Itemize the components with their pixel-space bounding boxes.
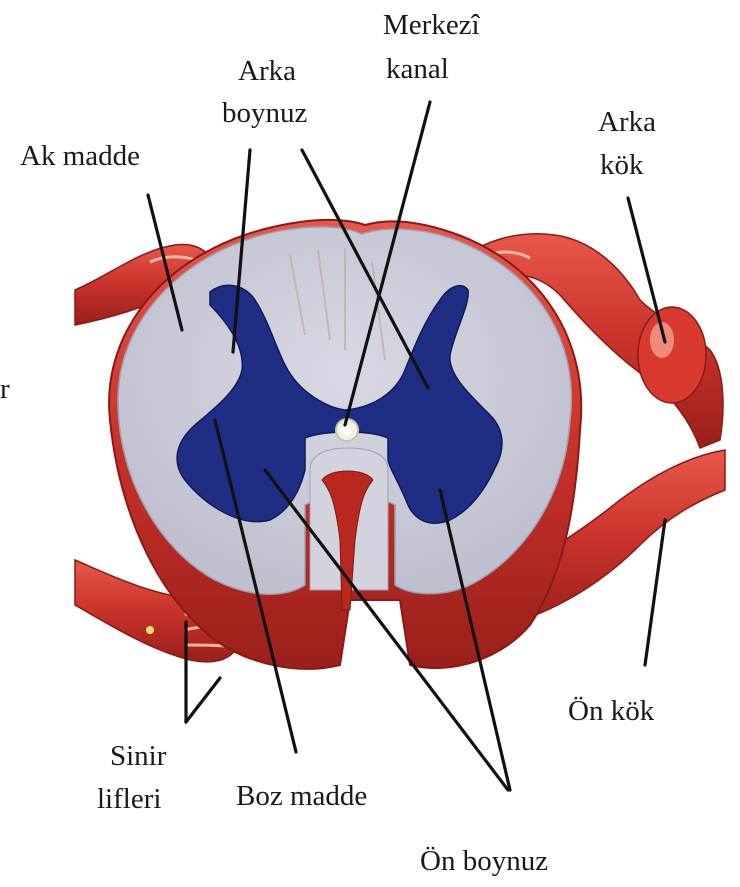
leader-sinir-lifleri-b (186, 678, 220, 722)
label-arka-kok-line1: Arka (598, 106, 656, 138)
label-boz-madde: Boz madde (236, 780, 367, 812)
label-merkezi-kanal-line2: kanal (386, 53, 449, 85)
leader-on-kok (645, 520, 665, 665)
label-merkezi-kanal-line1: Merkezî (383, 9, 481, 41)
label-arka-boynuz-line2: boynuz (222, 97, 308, 129)
label-on-boynuz: Ön boynuz (420, 845, 548, 877)
label-ak-madde: Ak madde (20, 140, 140, 172)
label-sinir-lifleri-line1: Sinir (110, 740, 167, 772)
dorsal-root-ganglion (638, 307, 706, 403)
central-canal-lumen (342, 425, 352, 435)
label-arka-kok-line2: kök (600, 149, 644, 181)
fleck (146, 626, 154, 634)
label-on-kok: Ön kök (568, 695, 655, 727)
label-sinir-lifleri-line2: lifleri (97, 783, 161, 815)
label-arka-boynuz-line1: Arka (238, 55, 296, 87)
label-edge-fragment: r (0, 373, 10, 405)
